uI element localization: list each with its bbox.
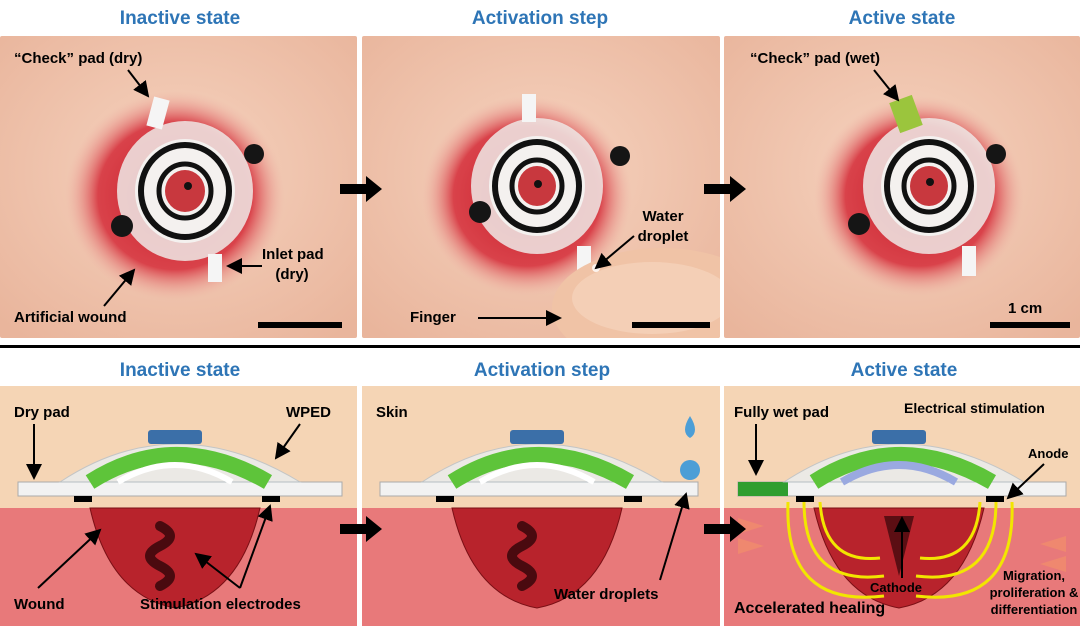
label-inlet-pad-2: (dry) [275,266,309,283]
label-anode: Anode [1028,446,1069,461]
bottom-pointer-lines [26,423,1045,589]
top-title-activation: Activation step [471,8,609,29]
top-arrow-1 [340,176,382,202]
row-divider [0,345,1080,348]
photo-inactive [0,36,357,338]
bottom-title-inactive: Inactive state [119,360,241,381]
label-cathode: Cathode [870,580,922,595]
label-fully-wet-pad: Fully wet pad [734,404,830,421]
label-inlet-pad-1: Inlet pad [262,246,324,263]
top-title-active: Active state [848,8,956,29]
label-artificial-wound: Artificial wound [14,309,127,326]
diagram-active [724,386,1080,626]
label-finger: Finger [410,309,456,326]
top-title-inactive: Inactive state [119,8,241,29]
label-migration-1: Migration, [1002,568,1066,583]
label-water-droplet-1: Water [642,208,684,225]
bottom-title-active: Active state [850,360,958,381]
top-arrow-2 [704,176,746,202]
label-scale-bar: 1 cm [1008,300,1043,317]
label-migration-3: differentiation [990,602,1078,617]
label-check-pad-dry: “Check” pad (dry) [14,50,143,67]
label-wound: Wound [14,596,65,613]
label-stimulation-electrodes: Stimulation electrodes [140,596,301,613]
label-water-droplets: Water droplets [554,586,659,603]
label-water-droplet-2: droplet [637,228,689,245]
diagram-activation [362,386,720,626]
diagram-inactive [0,386,357,626]
label-skin: Skin [376,404,408,421]
label-migration-2: proliferation & [989,585,1079,600]
label-accelerated-healing: Accelerated healing [734,600,886,617]
top-pointer-lines [103,69,900,326]
bottom-arrow-2 [704,516,746,542]
label-check-pad-wet: “Check” pad (wet) [750,50,881,67]
label-wped: WPED [286,404,331,421]
bottom-arrow-1 [340,516,382,542]
label-dry-pad: Dry pad [14,404,70,421]
bottom-title-activation: Activation step [473,360,611,381]
photo-activation [362,36,720,338]
label-electrical-stimulation: Electrical stimulation [904,400,1045,416]
photo-active [724,36,1080,338]
